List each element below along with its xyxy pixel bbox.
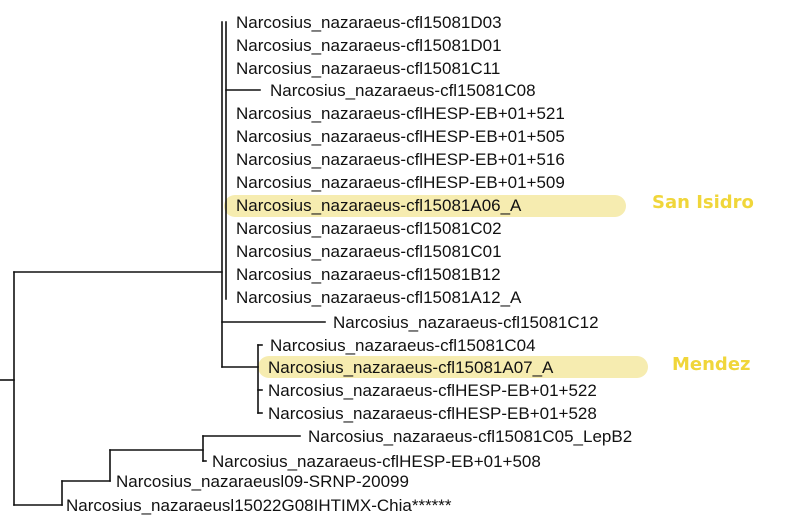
leaf-label: Narcosius_nazaraeus-cfl15081A06_A [236, 196, 522, 215]
leaf-label: Narcosius_nazaraeus-cflHESP-EB+01+522 [268, 381, 597, 400]
annotation-mendez: Mendez [672, 354, 751, 375]
leaf-label: Narcosius_nazaraeus-cfl15081C11 [236, 59, 500, 78]
leaf-label: Narcosius_nazaraeus-cflHESP-EB+01+528 [268, 404, 597, 423]
leaf-label: Narcosius_nazaraeus-cfl15081C08 [270, 81, 536, 100]
leaf-label: Narcosius_nazaraeus-cflHESP-EB+01+516 [236, 150, 565, 169]
leaf-label: Narcosius_nazaraeus-cfl15081C01 [236, 242, 502, 261]
leaf-label: Narcosius_nazaraeus-cfl15081B12 [236, 265, 501, 284]
leaf-label: Narcosius_nazaraeus-cflHESP-EB+01+521 [236, 104, 565, 123]
leaf-label: Narcosius_nazaraeus-cflHESP-EB+01+509 [236, 173, 565, 192]
annotation-san-isidro: San Isidro [652, 192, 754, 213]
leaf-label: Narcosius_nazaraeus-cfl15081C05_LepB2 [308, 427, 632, 446]
leaf-label: Narcosius_nazaraeus-cfl15081A12_A [236, 288, 522, 307]
highlight-layer [224, 195, 648, 378]
leaf-label: Narcosius_nazaraeus-cfl15081C04 [270, 336, 536, 355]
leaf-label: Narcosius_nazaraeus-cflHESP-EB+01+505 [236, 127, 565, 146]
leaf-label: Narcosius_nazaraeusl09-SRNP-20099 [116, 472, 409, 491]
leaf-label: Narcosius_nazaraeus-cfl15081D01 [236, 36, 502, 55]
leaf-label: Narcosius_nazaraeus-cfl15081D03 [236, 13, 502, 32]
branch-layer [0, 21, 326, 506]
leaf-label: Narcosius_nazaraeus-cfl15081A07_A [268, 358, 554, 377]
leaf-label: Narcosius_nazaraeus-cflHESP-EB+01+508 [212, 452, 541, 471]
leaf-label: Narcosius_nazaraeus-cfl15081C12 [333, 313, 599, 332]
highlight-san-isidro [224, 195, 626, 217]
highlight-mendez [258, 356, 648, 378]
leaf-label: Narcosius_nazaraeusl15022G08IHTIMX-Chia*… [66, 496, 452, 515]
annotation-layer: San Isidro Mendez [652, 192, 754, 375]
leaf-label-layer: Narcosius_nazaraeus-cfl15081D03 Narcosiu… [66, 13, 632, 515]
leaf-label: Narcosius_nazaraeus-cfl15081C02 [236, 219, 502, 238]
